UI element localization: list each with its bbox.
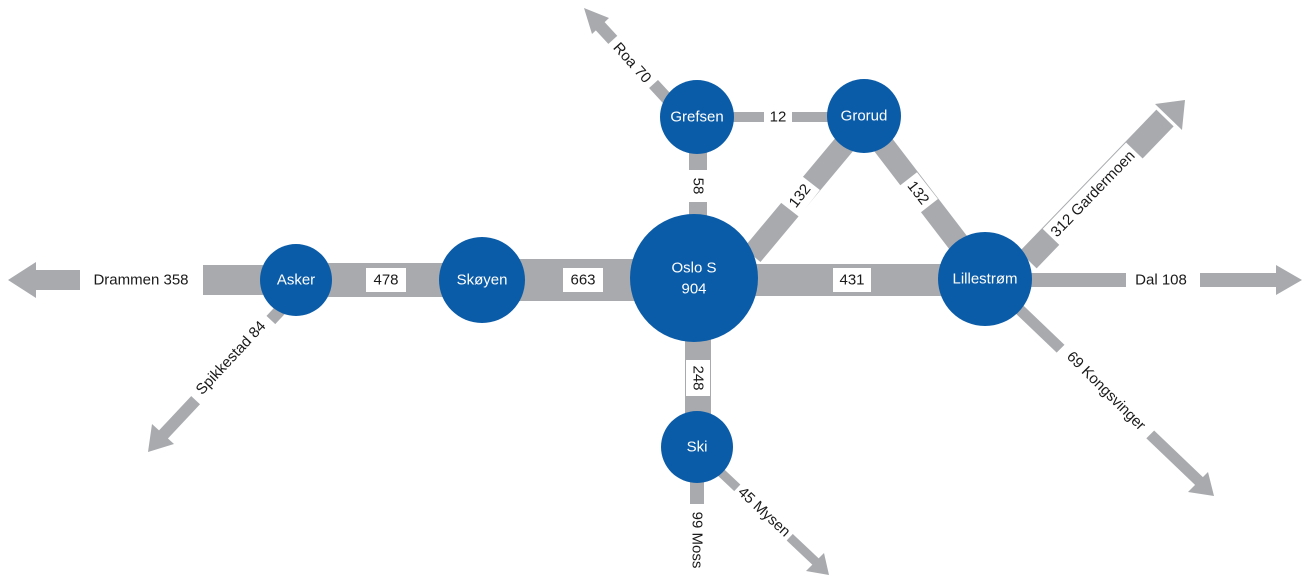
arrowhead-kongsvinger	[1188, 472, 1214, 496]
edge-lillestrom-dal	[1026, 273, 1126, 287]
edge-asker-drammen	[203, 265, 263, 295]
node-label-asker: Asker	[277, 272, 315, 289]
node-label-skoyen: Skøyen	[457, 272, 508, 289]
arrowhead-spikkestad	[148, 424, 174, 452]
node-label-lillestrom: Lillestrøm	[952, 271, 1017, 288]
node-label-grorud: Grorud	[841, 108, 888, 125]
arrowhead-drammen	[8, 262, 36, 298]
arrowhead-mysen	[806, 553, 829, 575]
arrowhead-roa	[584, 8, 609, 34]
label-mysen: 45 Mysen	[734, 484, 793, 541]
stations: Asker Skøyen Oslo S 904 Grefsen Grorud L…	[260, 79, 1032, 483]
label-oslo-lillestrom: 431	[839, 272, 864, 289]
label-spikkestad: Spikkestad 84	[193, 318, 270, 399]
label-oslo-ski: 248	[690, 365, 707, 390]
arrowhead-gardermoen	[1155, 100, 1185, 130]
label-kongsvinger: 69 Kongsvinger	[1063, 348, 1149, 434]
node-label-ski: Ski	[687, 439, 708, 456]
label-oslo-grefsen: 58	[690, 178, 707, 195]
label-moss: 99 Moss	[689, 512, 706, 569]
node-label-oslo-s: Oslo S	[671, 260, 716, 277]
node-grorud[interactable]: Grorud	[827, 79, 901, 153]
node-asker[interactable]: Asker	[260, 244, 332, 316]
node-ski[interactable]: Ski	[661, 411, 733, 483]
label-skoyen-oslo: 663	[570, 272, 595, 289]
label-drammen: Drammen 358	[93, 272, 188, 289]
label-dal: Dal 108	[1135, 272, 1187, 289]
node-oslo-s[interactable]: Oslo S 904	[630, 214, 758, 342]
node-skoyen[interactable]: Skøyen	[439, 237, 525, 323]
node-label-grefsen: Grefsen	[670, 109, 723, 126]
node-value-oslo-s: 904	[681, 281, 706, 298]
label-grefsen-grorud: 12	[770, 109, 787, 126]
node-grefsen[interactable]: Grefsen	[660, 80, 734, 154]
edge-drammen	[36, 270, 84, 290]
edge-dal	[1200, 273, 1276, 287]
arrowhead-dal	[1276, 265, 1302, 295]
label-gardermoen: 312 Gardermoen	[1047, 147, 1138, 240]
node-lillestrom[interactable]: Lillestrøm	[938, 232, 1032, 326]
edge-moss	[690, 478, 704, 504]
label-asker-skoyen: 478	[373, 272, 398, 289]
